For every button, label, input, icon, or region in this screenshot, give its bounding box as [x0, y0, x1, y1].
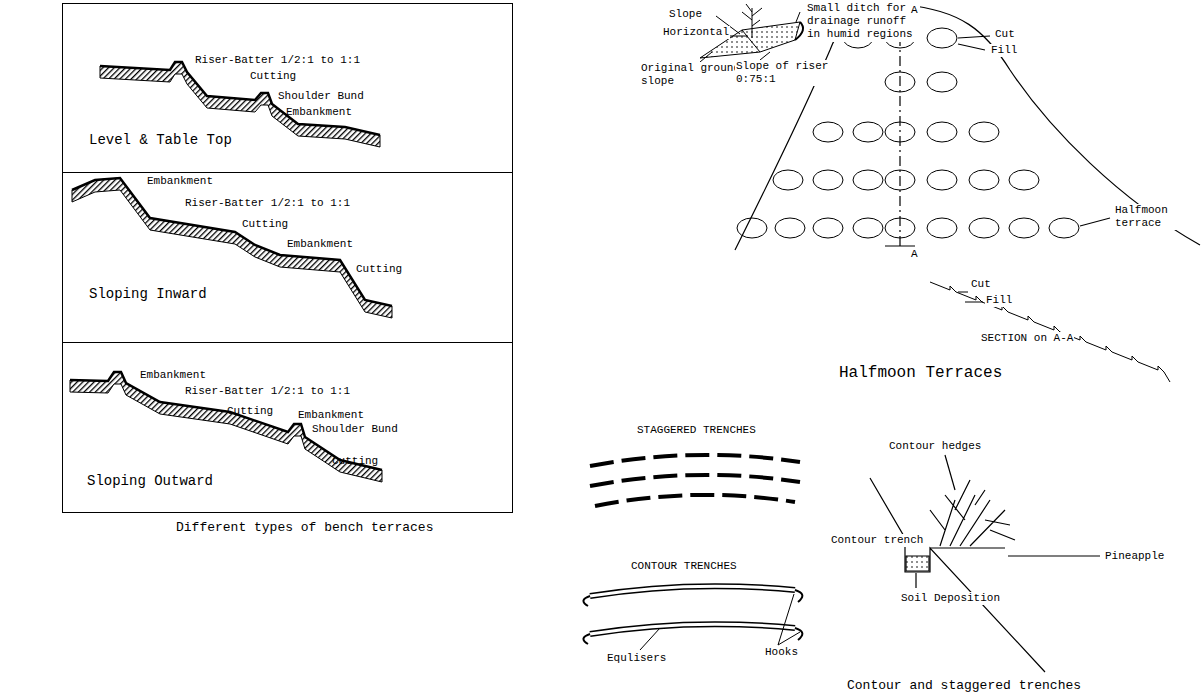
- halfmoon-basin: [885, 122, 915, 142]
- part-label: Cutting: [249, 70, 297, 83]
- part-label: Riser-Batter 1/2:1 to 1:1: [184, 385, 351, 398]
- panel-title: Level & Table Top: [88, 132, 233, 149]
- hill: [735, 4, 1200, 250]
- part-label: SECTION on A-A: [980, 332, 1074, 345]
- halfmoon-basin: [813, 170, 843, 190]
- halfmoon-basin: [927, 170, 957, 190]
- caption: Different types of bench terraces: [175, 520, 434, 536]
- part-label: Soil Deposition: [900, 592, 1001, 605]
- part-label: Cutting: [226, 405, 274, 418]
- part-label: Cutting: [331, 455, 379, 468]
- part-label: Embankment: [285, 106, 353, 119]
- halfmoon-basin: [1009, 170, 1039, 190]
- part-label: CONTOUR TRENCHES: [630, 560, 738, 573]
- part-label: Embankment: [146, 175, 214, 188]
- part-label: Fill: [985, 294, 1013, 307]
- part-label: Fill: [990, 44, 1018, 57]
- part-label: Hooks: [764, 646, 799, 659]
- halfmoon-basin: [927, 218, 957, 238]
- part-label: Halfmoon terrace: [1114, 204, 1180, 230]
- halfmoon-basin: [773, 170, 803, 190]
- halfmoon-basin: [885, 218, 915, 238]
- halfmoon-basin: [737, 218, 767, 238]
- halfmoon-basin: [853, 170, 883, 190]
- staggered-trenches: [590, 455, 800, 506]
- halfmoon-basin: [813, 218, 843, 238]
- part-label: Slope of riser 0:75:1: [735, 60, 845, 86]
- part-label: Riser-Batter 1/2:1 to 1:1: [194, 54, 361, 67]
- ground-surface: [72, 178, 392, 306]
- part-label: Original ground slope: [640, 62, 746, 88]
- halfmoon-basin: [1049, 218, 1079, 238]
- part-label: Cutting: [355, 263, 403, 276]
- halfmoon-basin: [885, 170, 915, 190]
- halfmoon-basin: [927, 72, 957, 92]
- part-label: Contour hedges: [888, 440, 982, 453]
- terrace-profiles: [70, 62, 392, 482]
- part-label: Embankment: [139, 369, 207, 382]
- caption: Halfmoon Terraces: [838, 364, 1003, 383]
- part-label: Embankment: [297, 409, 365, 422]
- part-label: STAGGERED TRENCHES: [636, 424, 757, 437]
- part-label: Cut: [994, 28, 1016, 41]
- halfmoon-basin: [969, 170, 999, 190]
- panel-title: Sloping Outward: [86, 473, 214, 490]
- halfmoon-basin: [927, 122, 957, 142]
- terrace-panel: Riser-Batter 1/2:1 to 1:1CuttingShoulder…: [62, 3, 513, 173]
- part-label: Embankment: [286, 238, 354, 251]
- terrace-panel: EmbankmentRiser-Batter 1/2:1 to 1:1Cutti…: [62, 172, 513, 343]
- part-label: Contour trench: [830, 534, 924, 547]
- caption: Contour and staggered trenches: [846, 678, 1082, 694]
- part-label: Cutting: [241, 218, 289, 231]
- ground-surface: [70, 372, 382, 470]
- part-label: A: [910, 248, 919, 261]
- halfmoon-basin: [927, 28, 957, 48]
- part-label: Horizontal: [662, 26, 730, 39]
- halfmoon-basin: [775, 218, 805, 238]
- panel-title: Sloping Inward: [88, 286, 208, 303]
- halfmoon-basin: [969, 218, 999, 238]
- halfmoon-basin: [853, 122, 883, 142]
- halfmoon-basin: [1009, 218, 1039, 238]
- halfmoon-basin: [969, 122, 999, 142]
- part-label: Shoulder Bund: [311, 423, 399, 436]
- halfmoon-basin: [885, 72, 915, 92]
- part-label: Riser-Batter 1/2:1 to 1:1: [184, 197, 351, 210]
- part-label: Pineapple: [1104, 550, 1165, 563]
- terrace-panel: EmbankmentRiser-Batter 1/2:1 to 1:1Cutti…: [62, 342, 513, 513]
- part-label: Equlisers: [606, 652, 667, 665]
- hedge-section: [870, 455, 1100, 672]
- part-label: Shoulder Bund: [277, 90, 365, 103]
- ground-surface: [100, 62, 380, 135]
- halfmoon-basin: [853, 218, 883, 238]
- halfmoon-basin: [813, 122, 843, 142]
- contour-trenches: [583, 586, 802, 650]
- part-label: Small ditch for drainage runoff in humid…: [806, 2, 920, 42]
- part-label: Cut: [970, 278, 992, 291]
- part-label: A: [910, 4, 919, 17]
- part-label: Slope: [668, 8, 703, 21]
- ground-band: [72, 178, 392, 318]
